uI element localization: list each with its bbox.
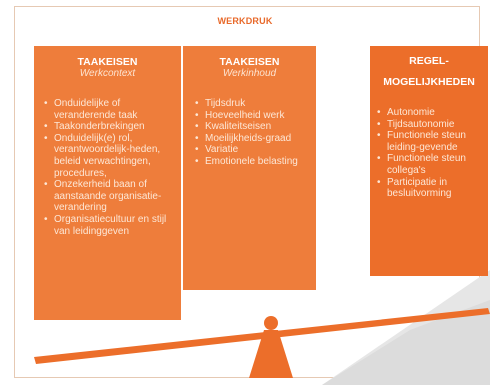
balance-beam	[34, 308, 490, 364]
list-item: Variatie	[193, 144, 316, 156]
list-item: Functionele steun leiding-gevende	[375, 130, 488, 153]
list-item: Onduidelijk(e) rol, verantwoordelijk-hed…	[42, 133, 181, 179]
list-item: Participatie in besluitvorming	[375, 177, 488, 200]
list-item: Hoeveelheid werk	[193, 110, 316, 122]
box-subheading: Werkcontext	[79, 68, 136, 79]
box-heading-line1: REGEL-	[409, 55, 449, 67]
fulcrum-stand	[249, 330, 293, 378]
list-item: Functionele steun collega's	[375, 153, 488, 176]
item-list: Autonomie Tijdsautonomie Functionele ste…	[375, 107, 488, 200]
task-demands-context-box: TAAKEISEN Werkcontext Onduidelijke of ve…	[34, 46, 181, 320]
list-item: Organisatiecultuur en stijl van leidingg…	[42, 214, 181, 237]
box-heading-line2: MOGELIJKHEDEN	[383, 76, 475, 88]
diagram-title: WERKDRUK	[217, 16, 273, 26]
task-demands-content-box: TAAKEISEN Werkinhoud Tijdsdruk Hoeveelhe…	[183, 46, 316, 290]
list-item: Onzekerheid baan of aanstaande organisat…	[42, 179, 181, 214]
item-list: Tijdsdruk Hoeveelheid werk Kwaliteitseis…	[193, 98, 316, 168]
control-options-box: REGEL- MOGELIJKHEDEN Autonomie Tijdsauto…	[370, 46, 488, 276]
box-heading: TAAKEISEN	[77, 56, 138, 68]
list-item: Autonomie	[375, 107, 488, 119]
grey-ground-shade	[322, 300, 490, 385]
list-item: Tijdsautonomie	[375, 119, 488, 131]
list-item: Emotionele belasting	[193, 156, 316, 168]
item-list: Onduidelijke of veranderende taak Taakon…	[42, 98, 181, 237]
box-heading: TAAKEISEN	[219, 56, 280, 68]
list-item: Taakonderbrekingen	[42, 121, 181, 133]
box-subheading: Werkinhoud	[222, 68, 277, 79]
fulcrum-knob	[264, 316, 278, 330]
list-item: Onduidelijke of veranderende taak	[42, 98, 181, 121]
list-item: Moeilijkheids-graad	[193, 133, 316, 145]
list-item: Tijdsdruk	[193, 98, 316, 110]
list-item: Kwaliteitseisen	[193, 121, 316, 133]
